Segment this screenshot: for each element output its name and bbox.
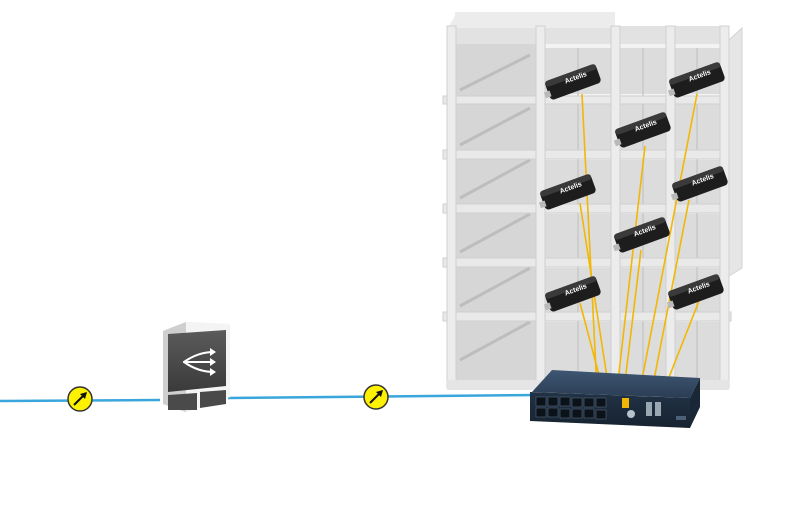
ethernet-coax-adapter-icon: Actelis xyxy=(612,217,670,253)
optical-splitter-icon xyxy=(163,322,230,412)
attenuator-icon xyxy=(363,384,389,410)
ethernet-coax-adapter-icon: Actelis xyxy=(538,174,596,210)
ethernet-coax-adapter-icon: Actelis xyxy=(666,274,724,310)
ethernet-coax-adapter-icon: Actelis xyxy=(667,62,725,98)
attenuator-icon xyxy=(67,386,93,412)
ethernet-coax-adapter-icon: Actelis xyxy=(613,112,671,148)
ethernet-coax-adapter-icon: Actelis xyxy=(543,64,601,100)
distribution-switch-icon xyxy=(530,370,700,428)
ethernet-coax-adapter-icon: Actelis xyxy=(670,166,728,202)
ethernet-coax-adapter-icon: Actelis xyxy=(543,276,601,312)
